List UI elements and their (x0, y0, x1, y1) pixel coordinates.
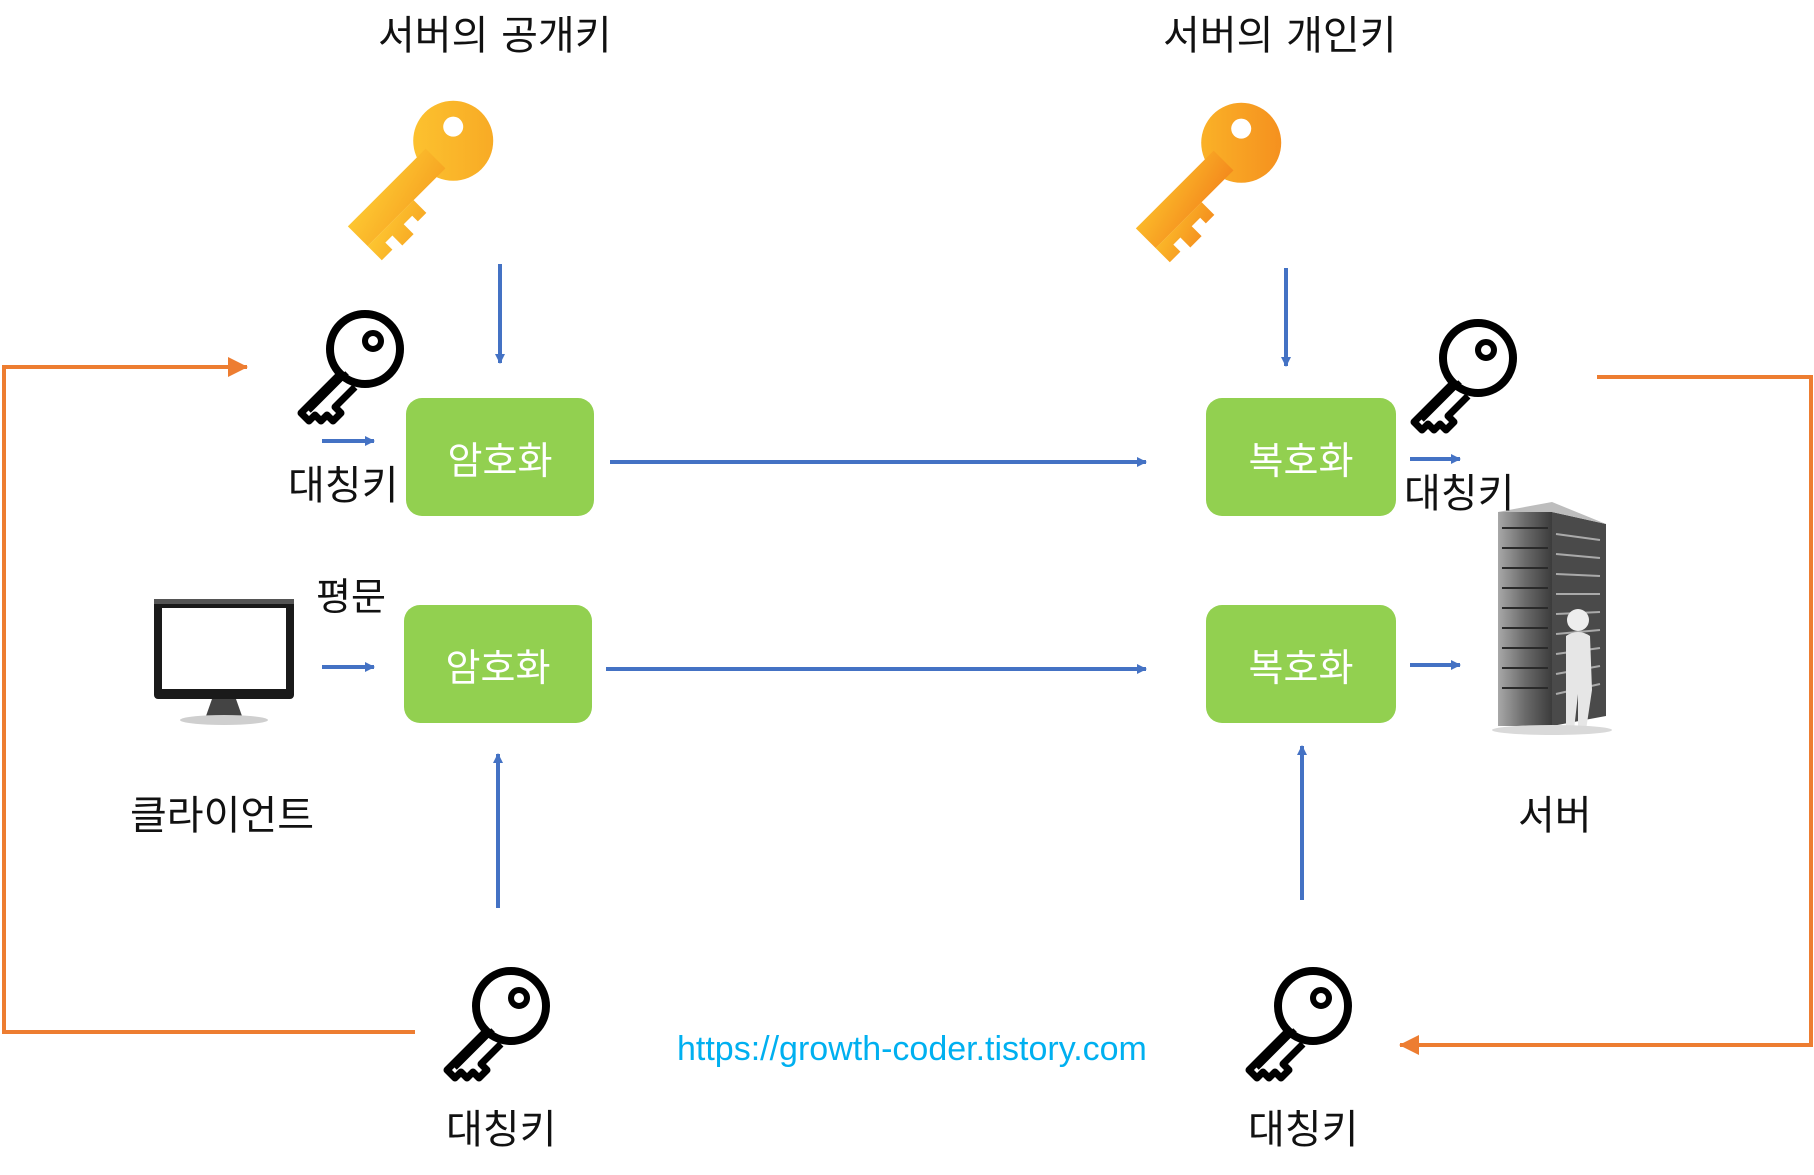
decrypt-box-top: 복호화 (1206, 398, 1396, 516)
orange-line-left (2, 357, 415, 1034)
symmetric-key-icon-bottom-left (447, 971, 546, 1078)
label-symmetric-key-bottom-right: 대칭키 (1248, 1107, 1359, 1153)
orange-lines (2, 357, 1813, 1055)
symmetric-key-icon-top-left (301, 314, 400, 421)
private-key-icon (1135, 102, 1282, 263)
label-plaintext: 평문 (316, 575, 386, 619)
blue-arrows (322, 264, 1461, 908)
label-symmetric-key-top-right: 대칭키 (1404, 471, 1515, 517)
label-server-private-key: 서버의 개인키 (1163, 13, 1397, 59)
label-server-public-key: 서버의 공개키 (378, 13, 612, 59)
label-symmetric-key-top-left: 대칭키 (288, 463, 399, 509)
orange-line-right (1399, 375, 1813, 1055)
encrypt-box-bottom: 암호화 (404, 605, 592, 723)
label-server: 서버 (1518, 793, 1592, 839)
label-client: 클라이언트 (130, 793, 314, 839)
watermark-url[interactable]: https://growth-coder.tistory.com (677, 1030, 1147, 1068)
symmetric-key-icon-top-right (1414, 323, 1513, 430)
symmetric-key-icon-bottom-right (1249, 971, 1348, 1078)
monitor-icon (154, 599, 294, 725)
encrypt-box-top: 암호화 (406, 398, 594, 516)
server-rack-icon (1492, 502, 1612, 735)
label-symmetric-key-bottom-left: 대칭키 (446, 1107, 557, 1153)
public-key-icon (347, 100, 494, 261)
decrypt-box-bottom: 복호화 (1206, 605, 1396, 723)
